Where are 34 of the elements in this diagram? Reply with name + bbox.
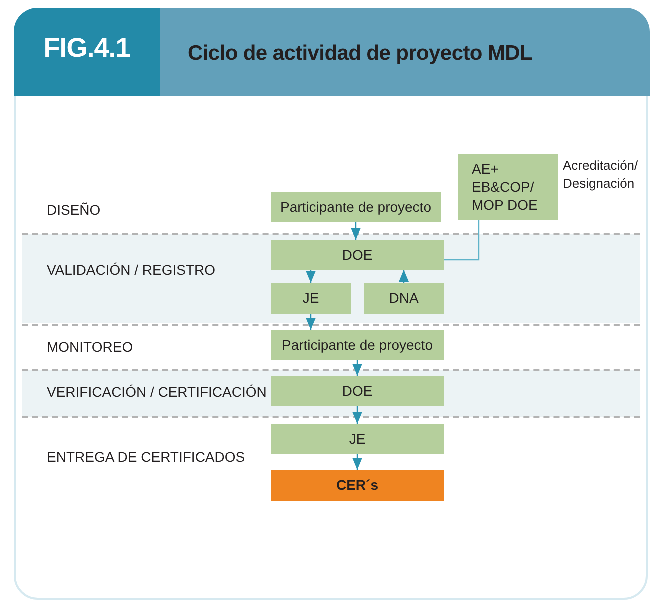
arrow <box>352 406 362 424</box>
phase-label: DISEÑO <box>47 202 101 218</box>
node-text: JE <box>349 430 366 448</box>
process-box <box>271 424 444 454</box>
phase-label: MONITOREO <box>47 339 134 355</box>
node-text: DNA <box>389 289 419 308</box>
diagram-title: Ciclo de actividad de proyecto MDL <box>188 42 533 66</box>
node-text: CER´s <box>336 476 378 495</box>
node-text: DOE <box>342 246 373 264</box>
arrow <box>306 314 316 330</box>
process-box <box>271 240 444 270</box>
process-box <box>271 192 441 222</box>
node-text: JE <box>302 289 320 308</box>
process-box <box>364 283 444 314</box>
figure-number: FIG.4.1 <box>44 32 130 64</box>
side-note: Acreditación/ Designación <box>563 157 640 194</box>
process-box <box>271 330 444 360</box>
arrow <box>352 454 362 470</box>
node-text: Participante de proyecto <box>282 336 433 354</box>
process-box <box>271 376 444 406</box>
arrow <box>351 222 361 240</box>
arrow <box>399 270 409 283</box>
process-box <box>271 283 351 314</box>
node-text: AE+ EB&COP/ MOP DOE <box>472 160 539 214</box>
phase-label: VERIFICACIÓN / CERTIFICACIÓN <box>47 384 267 400</box>
phase-label: VALIDACIÓN / REGISTRO <box>47 262 216 278</box>
arrow <box>352 360 362 376</box>
arrow <box>306 270 316 283</box>
phase-label: ENTREGA DE CERTIFICADOS <box>47 449 246 465</box>
process-box <box>458 154 558 220</box>
result-box <box>271 470 444 501</box>
node-text: Participante de proyecto <box>280 198 432 216</box>
connector-line <box>444 220 480 261</box>
node-text: DOE <box>342 382 373 400</box>
